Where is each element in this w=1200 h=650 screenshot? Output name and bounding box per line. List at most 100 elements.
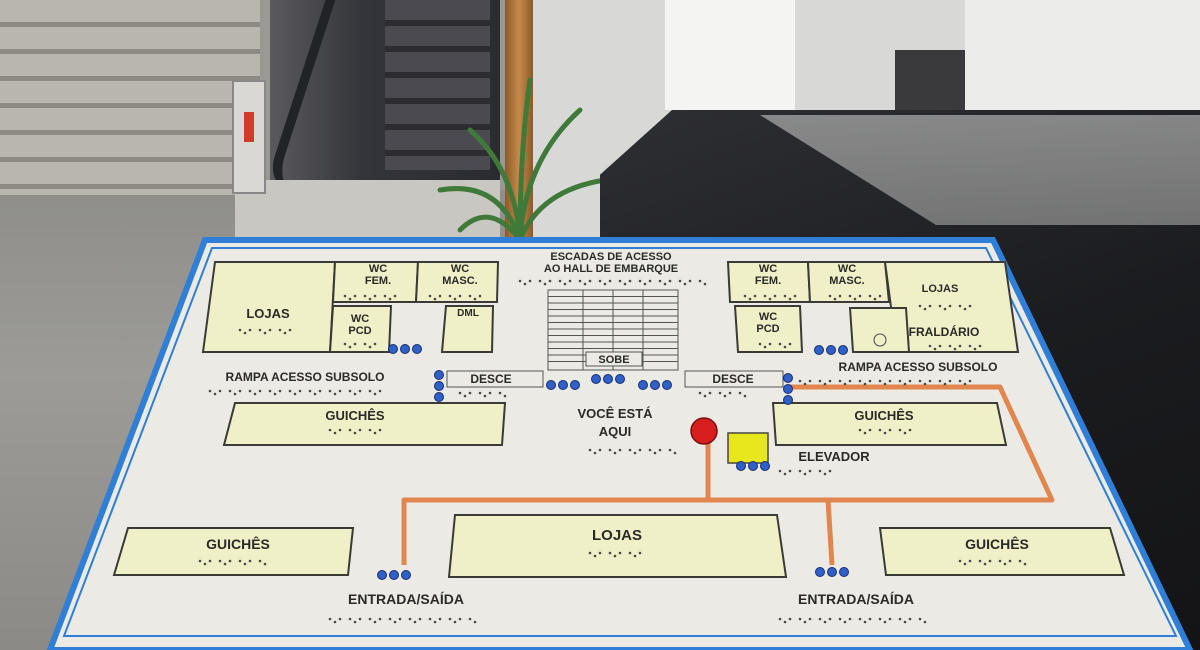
braille-dot bbox=[438, 617, 442, 621]
braille-dot bbox=[898, 428, 902, 432]
guiches-bottom-right-label: GUICHÊS bbox=[965, 535, 1029, 552]
braille-dot bbox=[598, 448, 602, 452]
braille-dot bbox=[878, 379, 882, 383]
braille-dot bbox=[388, 617, 392, 621]
braille-dot bbox=[978, 559, 982, 563]
braille-dot bbox=[538, 279, 542, 283]
braille-dot bbox=[278, 389, 282, 393]
braille-dot bbox=[328, 389, 332, 393]
braille-dot bbox=[968, 344, 972, 348]
braille-dot bbox=[238, 389, 242, 393]
braille-dot bbox=[803, 620, 807, 624]
braille-dot bbox=[258, 328, 262, 332]
braille-dot bbox=[918, 304, 922, 308]
braille-dot bbox=[878, 428, 882, 432]
braille-dot bbox=[938, 304, 942, 308]
braille-dot bbox=[778, 342, 782, 346]
braille-dot bbox=[608, 551, 612, 555]
braille-dot bbox=[453, 297, 457, 301]
braille-dot bbox=[788, 469, 792, 473]
braille-dot bbox=[468, 294, 472, 298]
braille-dot bbox=[858, 294, 862, 298]
braille-dot bbox=[368, 428, 372, 432]
braille-dot bbox=[688, 279, 692, 283]
braille-dot bbox=[898, 379, 902, 383]
braille-dot bbox=[888, 428, 892, 432]
braille-dot bbox=[908, 379, 912, 383]
braille-dot bbox=[468, 617, 472, 621]
braille-dot bbox=[413, 620, 417, 624]
guiches-right-counter bbox=[771, 402, 1008, 446]
braille-dot bbox=[703, 282, 707, 286]
braille-dot bbox=[333, 620, 337, 624]
braille-dot bbox=[853, 297, 857, 301]
lojas-center-label: LOJAS bbox=[592, 527, 642, 544]
braille-dot bbox=[753, 294, 757, 298]
tactile-dot bbox=[826, 345, 836, 355]
braille-dot bbox=[948, 379, 952, 383]
braille-dot bbox=[783, 472, 787, 476]
braille-dot bbox=[308, 389, 312, 393]
braille-dot bbox=[218, 389, 222, 393]
braille-dot bbox=[548, 279, 552, 283]
braille-dot bbox=[858, 428, 862, 432]
tactile-dot bbox=[615, 374, 625, 384]
braille-dot bbox=[333, 392, 337, 396]
braille-dot bbox=[868, 379, 872, 383]
braille-dot bbox=[473, 297, 477, 301]
braille-dot bbox=[683, 282, 687, 286]
guiches-bottom-right-counter bbox=[878, 527, 1126, 576]
braille-dot bbox=[628, 551, 632, 555]
wc-fem-left-label-2: FEM. bbox=[365, 275, 391, 287]
braille-dot bbox=[638, 551, 642, 555]
braille-dot bbox=[838, 617, 842, 621]
braille-dot bbox=[628, 448, 632, 452]
braille-dot bbox=[973, 347, 977, 351]
braille-dot bbox=[358, 389, 362, 393]
braille-dot bbox=[788, 342, 792, 346]
braille-dot bbox=[798, 379, 802, 383]
braille-dot bbox=[968, 304, 972, 308]
braille-dot bbox=[823, 382, 827, 386]
braille-dot bbox=[298, 389, 302, 393]
braille-dot bbox=[808, 617, 812, 621]
braille-dot bbox=[933, 347, 937, 351]
tactile-dot bbox=[434, 370, 444, 380]
braille-dot bbox=[788, 297, 792, 301]
stair-sign bbox=[232, 80, 266, 194]
braille-dot bbox=[383, 294, 387, 298]
braille-dot bbox=[898, 617, 902, 621]
braille-dot bbox=[368, 297, 372, 301]
braille-dot bbox=[368, 617, 372, 621]
braille-dot bbox=[948, 344, 952, 348]
wc-fem-left-label-1: WC bbox=[369, 263, 387, 275]
braille-dot bbox=[393, 294, 397, 298]
braille-dot bbox=[243, 331, 247, 335]
braille-dot bbox=[568, 279, 572, 283]
braille-dot bbox=[908, 617, 912, 621]
braille-dot bbox=[273, 392, 277, 396]
braille-dot bbox=[373, 342, 377, 346]
braille-dot bbox=[428, 617, 432, 621]
braille-dot bbox=[1008, 559, 1012, 563]
desce-right-label: DESCE bbox=[712, 372, 753, 386]
guiches-bottom-left-label: GUICHÊS bbox=[206, 535, 270, 552]
tactile-dot bbox=[662, 380, 672, 390]
braille-dot bbox=[958, 559, 962, 563]
braille-dot bbox=[348, 297, 352, 301]
braille-dot bbox=[658, 279, 662, 283]
braille-dot bbox=[288, 389, 292, 393]
tactile-dot bbox=[814, 345, 824, 355]
wc-fem-right-label-1: WC bbox=[759, 263, 777, 275]
braille-dot bbox=[208, 389, 212, 393]
braille-dot bbox=[928, 304, 932, 308]
braille-dot bbox=[503, 394, 507, 398]
top-title-line-1: ESCADAS DE ACESSO bbox=[550, 251, 672, 263]
braille-dot bbox=[988, 559, 992, 563]
braille-dot bbox=[698, 391, 702, 395]
braille-dot bbox=[398, 617, 402, 621]
braille-dot bbox=[883, 620, 887, 624]
braille-dot bbox=[338, 428, 342, 432]
lojas-right-label: LOJAS bbox=[922, 283, 959, 295]
